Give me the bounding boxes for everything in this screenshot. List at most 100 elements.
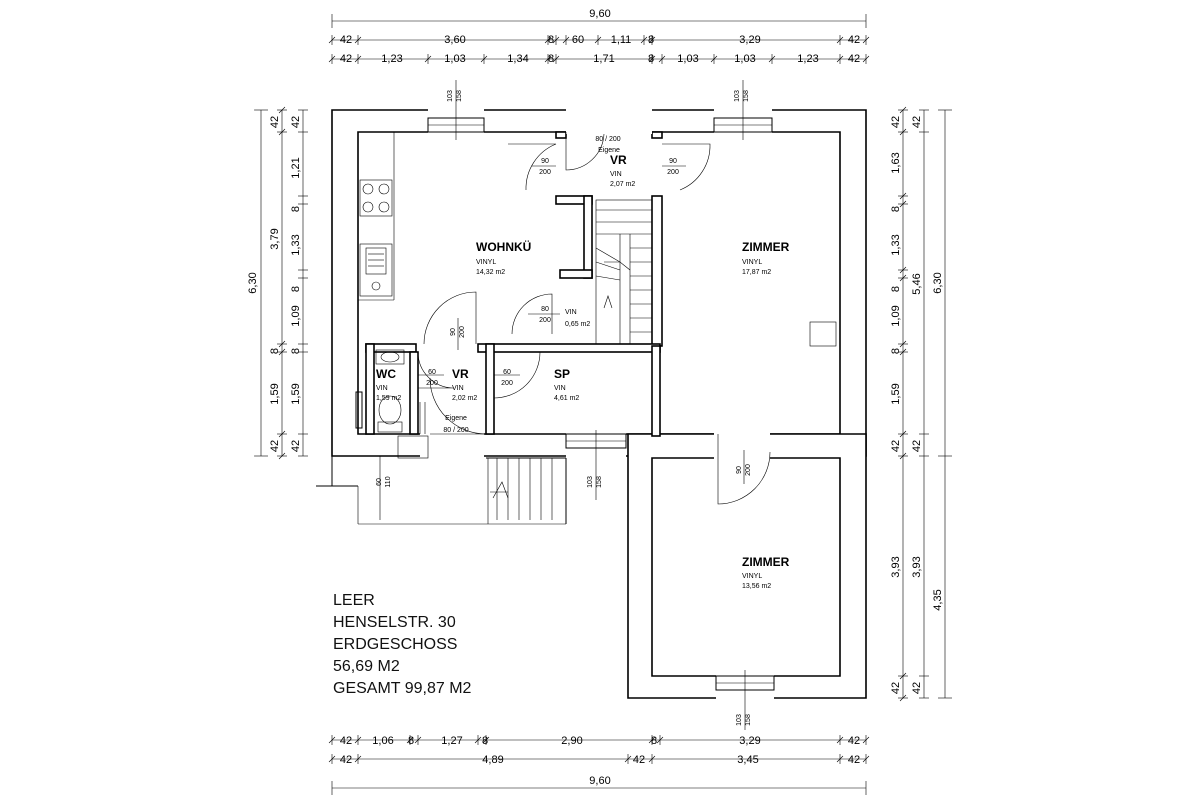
dim-bot1-0: 42 — [340, 735, 352, 747]
dim-bot1-1: 1,06 — [372, 735, 393, 747]
washbasin-icon — [375, 349, 405, 365]
svg-text:90: 90 — [736, 466, 743, 474]
room-zimmer-top: ZIMMER VINYL 17,87 m2 — [742, 240, 790, 276]
svg-text:WOHNKÜ: WOHNKÜ — [476, 239, 531, 254]
svg-text:158: 158 — [596, 476, 603, 488]
dim-right1-8: 42 — [890, 440, 902, 452]
svg-text:14,32 m2: 14,32 m2 — [476, 269, 505, 276]
svg-text:103: 103 — [587, 476, 594, 488]
svg-text:90: 90 — [541, 158, 549, 165]
svg-text:VIN: VIN — [452, 385, 464, 392]
dim-right2-1: 5,46 — [911, 273, 923, 294]
dim-left-total: 6,30 — [247, 272, 259, 293]
dim-right1-3: 1,33 — [890, 234, 902, 255]
dim-top2-0: 42 — [340, 53, 352, 65]
dim-left2-4: 8 — [290, 286, 302, 292]
door-vr-right[interactable]: 90 200 — [662, 143, 711, 191]
svg-text:158: 158 — [456, 90, 463, 102]
dim-bot1-7: 3,29 — [739, 735, 760, 747]
door-zimmer-bottom[interactable]: 90 200 — [717, 434, 771, 505]
dimension-left: 6,30 42 3,79 8 1,59 42 42 1,21 8 1,33 8 … — [247, 106, 308, 460]
info-street: HENSELSTR. 30 — [333, 614, 456, 631]
sink-icon — [359, 243, 393, 297]
door-wohnkueche[interactable]: 90 200 — [423, 291, 477, 350]
svg-text:60: 60 — [503, 369, 511, 376]
window-bottom: 103 158 — [715, 670, 775, 730]
dim-left2-2: 8 — [290, 206, 302, 212]
dim-bot1-3: 1,27 — [441, 735, 462, 747]
dim-top2-3: 1,34 — [507, 53, 528, 65]
window-middle: 103 158 — [565, 430, 627, 500]
dim-top2-7: 1,03 — [677, 53, 698, 65]
svg-text:4,61 m2: 4,61 m2 — [554, 395, 579, 402]
svg-text:60: 60 — [428, 369, 436, 376]
dim-right1-6: 8 — [890, 348, 902, 354]
svg-text:200: 200 — [539, 317, 551, 324]
svg-text:WC: WC — [376, 367, 396, 381]
door-wc[interactable]: 60 200 — [417, 351, 455, 389]
room-closet: VIN 0,65 m2 — [565, 309, 590, 328]
door-sp[interactable]: 60 200 — [493, 351, 541, 399]
chimney-wc — [397, 402, 429, 459]
window-top-right: 103 158 — [713, 80, 773, 140]
room-wc: WC VIN 1,59 m2 — [376, 367, 401, 402]
svg-text:1,59 m2: 1,59 m2 — [376, 395, 401, 402]
room-zimmer-bottom: ZIMMER VINYL 13,56 m2 — [742, 555, 790, 590]
dim-bot1-6: 8 — [651, 735, 657, 747]
dim-top1-2: 8 — [548, 34, 554, 46]
dim-right1-0: 42 — [890, 116, 902, 128]
svg-text:ZIMMER: ZIMMER — [742, 240, 790, 254]
dim-bot2-4: 42 — [848, 754, 860, 766]
dim-right2-3: 3,93 — [911, 556, 923, 577]
room-vr-top: VR VIN 2,07 m2 — [610, 153, 635, 188]
plan-info: LEER HENSELSTR. 30 ERDGESCHOSS 56,69 M2 … — [333, 590, 471, 700]
info-city: LEER — [333, 592, 375, 609]
kitchen-counter — [358, 132, 395, 301]
dim-right1-9: 3,93 — [890, 556, 902, 577]
dim-right2-2: 42 — [911, 440, 923, 452]
dim-left1-1: 3,79 — [269, 228, 281, 249]
svg-text:200: 200 — [501, 380, 513, 387]
dim-right1-4: 8 — [890, 286, 902, 292]
interior-stairs — [595, 199, 653, 345]
svg-text:2,02 m2: 2,02 m2 — [452, 395, 477, 402]
svg-text:200: 200 — [459, 326, 466, 338]
room-wohnkueche: WOHNKÜ VINYL 14,32 m2 — [476, 239, 531, 276]
svg-text:90: 90 — [450, 328, 457, 336]
door-closet[interactable]: 80 200 — [511, 293, 560, 335]
dimension-bottom: 42 1,06 8 1,27 8 2,90 8 3,29 42 42 4,89 … — [328, 735, 870, 795]
dim-top1-5: 8 — [648, 34, 654, 46]
toilet-icon — [377, 395, 403, 433]
dim-top2-2: 1,03 — [444, 53, 465, 65]
svg-text:VIN: VIN — [376, 385, 388, 392]
dim-bot1-5: 2,90 — [561, 735, 582, 747]
svg-text:80 / 200: 80 / 200 — [443, 427, 468, 434]
dim-top2-5: 1,71 — [593, 53, 614, 65]
dimension-top: 9,60 42 3,60 8 60 1,11 8 3,29 42 42 1,23… — [328, 8, 870, 65]
svg-text:103: 103 — [447, 90, 454, 102]
dim-right-total: 6,30 — [932, 272, 944, 293]
door-entry-top[interactable]: 80 / 200 Eigene — [565, 132, 621, 171]
dim-top2-10: 42 — [848, 53, 860, 65]
svg-text:VIN: VIN — [610, 171, 622, 178]
dim-left1-0: 42 — [269, 116, 281, 128]
svg-text:Eigene: Eigene — [598, 147, 620, 154]
svg-text:103: 103 — [736, 714, 743, 726]
svg-text:60: 60 — [376, 478, 383, 486]
svg-text:VINYL: VINYL — [742, 573, 762, 580]
window-top-left: 103 158 — [427, 80, 485, 140]
door-entry-bottom[interactable]: Eigene 80 / 200 — [429, 377, 487, 435]
dim-left2-6: 8 — [290, 348, 302, 354]
door-vr-left[interactable]: 90 200 — [508, 143, 557, 191]
svg-text:VINYL: VINYL — [742, 259, 762, 266]
info-total: GESAMT 99,87 M2 — [333, 680, 472, 697]
dim-bot1-4: 8 — [482, 735, 488, 747]
dim-top-total: 9,60 — [589, 8, 610, 20]
svg-text:80 / 200: 80 / 200 — [595, 136, 620, 143]
dim-right2-0: 42 — [911, 116, 923, 128]
dim-bot2-2: 42 — [633, 754, 645, 766]
dim-right1-10: 42 — [890, 682, 902, 694]
dim-bot1-8: 42 — [848, 735, 860, 747]
svg-text:2,07 m2: 2,07 m2 — [610, 181, 635, 188]
